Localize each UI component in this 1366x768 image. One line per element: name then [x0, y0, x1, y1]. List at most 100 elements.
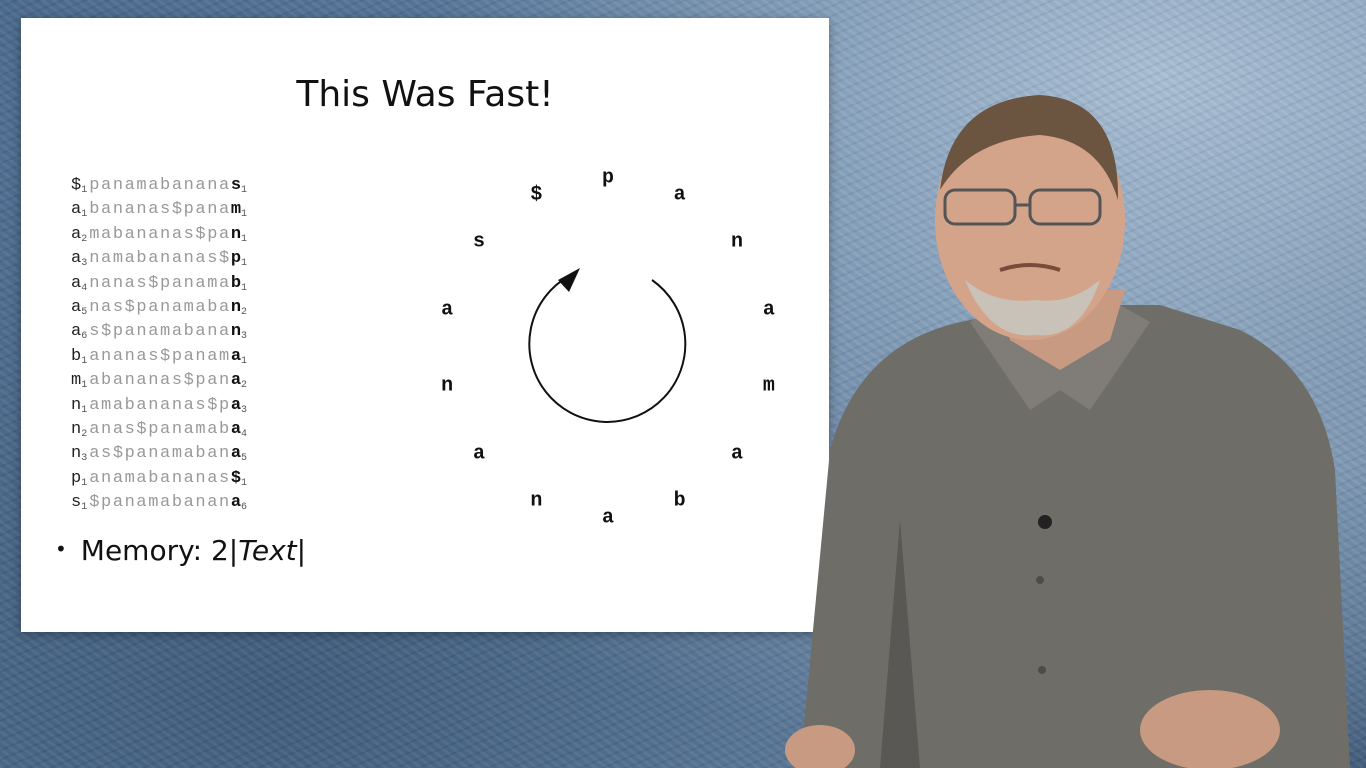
bwt-last-char: p — [230, 249, 242, 269]
bwt-first-index: 1 — [81, 209, 88, 221]
bwt-last-index: 1 — [241, 209, 248, 221]
bwt-first-char: p — [71, 468, 82, 488]
bwt-last-char: n — [230, 224, 242, 244]
bwt-last-char: n — [230, 297, 242, 317]
bwt-middle: panamabanana — [89, 176, 231, 195]
slide-title: This Was Fast! — [296, 74, 554, 115]
bwt-last-index: 2 — [241, 306, 248, 318]
bwt-last-index: 3 — [241, 331, 248, 343]
bwt-middle: namabananas$ — [89, 249, 231, 269]
bwt-last-char: a — [230, 346, 242, 366]
bwt-middle: $panamabanan — [89, 493, 231, 513]
bwt-last-char: s — [230, 176, 242, 195]
cycle-letter: $ — [530, 183, 543, 207]
bwt-first-index: 5 — [81, 306, 88, 318]
bwt-middle: ananas$panam — [89, 346, 231, 366]
bwt-first-char: a — [71, 224, 82, 244]
bwt-last-index: 3 — [241, 404, 248, 416]
bullet-italic: Text — [238, 534, 297, 567]
bwt-last-index: 1 — [241, 282, 248, 294]
bwt-first-char: n — [71, 419, 82, 439]
cycle-letter: a — [673, 183, 686, 207]
bwt-last-index: 2 — [241, 380, 248, 392]
bwt-first-index: 1 — [81, 502, 88, 514]
bwt-first-char: n — [71, 395, 82, 415]
bwt-first-char: a — [71, 322, 82, 342]
presenter-video — [785, 95, 1350, 768]
bwt-first-index: 3 — [81, 453, 88, 465]
cycle-letter: a — [601, 506, 615, 530]
cycle-arrow-arc — [528, 275, 687, 423]
bwt-middle: anamabananas — [89, 468, 231, 488]
cycle-letter: p — [601, 166, 615, 190]
cycle-letter: n — [530, 489, 543, 513]
bwt-first-char: a — [71, 273, 82, 293]
bwt-last-index: 6 — [241, 502, 248, 514]
cycle-letter: a — [762, 298, 775, 322]
bwt-first-char: a — [71, 249, 82, 269]
bwt-middle: abananas$pan — [89, 371, 231, 391]
bwt-last-char: $ — [230, 468, 242, 488]
bwt-last-char: n — [230, 322, 242, 342]
cycle-letter: n — [441, 374, 454, 398]
cycle-letter: b — [673, 489, 686, 513]
bwt-first-char: b — [71, 346, 82, 366]
bullet-dot: • — [55, 537, 67, 561]
bwt-last-index: 1 — [241, 258, 248, 270]
bwt-last-char: a — [230, 395, 242, 415]
cycle-letter: a — [441, 298, 454, 322]
bwt-first-index: 1 — [81, 355, 88, 367]
cycle-letter: a — [730, 442, 744, 466]
bwt-first-char: a — [71, 297, 82, 317]
bwt-middle: as$panamaban — [89, 444, 231, 464]
memory-bullet: •Memory: 2|Text| — [55, 534, 306, 567]
bwt-first-index: 4 — [81, 282, 88, 294]
bwt-last-char: a — [230, 419, 242, 439]
bwt-middle: nanas$panama — [89, 273, 231, 293]
bwt-middle: mabananas$pa — [89, 224, 231, 244]
bwt-last-index: 5 — [241, 453, 248, 465]
bwt-middle: anas$panamab — [89, 419, 231, 439]
bwt-first-index: 6 — [81, 331, 88, 343]
bwt-last-index: 1 — [241, 233, 248, 245]
bwt-first-char: n — [71, 444, 82, 464]
bwt-last-char: a — [230, 493, 242, 513]
bwt-first-index: 1 — [81, 380, 88, 392]
bwt-middle: s$panamabana — [89, 322, 231, 342]
bwt-middle: amabananas$p — [89, 395, 231, 415]
bwt-last-index: 1 — [241, 185, 248, 196]
bwt-last-index: 1 — [241, 477, 248, 489]
cycle-letter: m — [762, 374, 775, 398]
bwt-first-char: a — [71, 200, 82, 220]
bwt-first-char: s — [71, 493, 82, 513]
bwt-middle: nas$panamaba — [89, 297, 231, 317]
bwt-last-index: 1 — [241, 355, 248, 367]
bwt-first-char: m — [71, 371, 82, 391]
bwt-first-index: 1 — [81, 404, 88, 416]
bwt-middle: bananas$pana — [89, 200, 231, 220]
cycle-letter: s — [472, 230, 485, 254]
bwt-first-index: 2 — [81, 233, 88, 245]
bwt-last-char: b — [230, 273, 242, 293]
bwt-last-char: m — [230, 200, 242, 220]
bwt-first-index: 1 — [81, 185, 88, 196]
bwt-last-char: a — [230, 444, 242, 464]
bwt-last-index: 4 — [241, 428, 248, 440]
bwt-first-index: 3 — [81, 258, 88, 270]
bullet-suffix: | — [296, 534, 307, 567]
cycle-arrow-head — [558, 268, 580, 292]
